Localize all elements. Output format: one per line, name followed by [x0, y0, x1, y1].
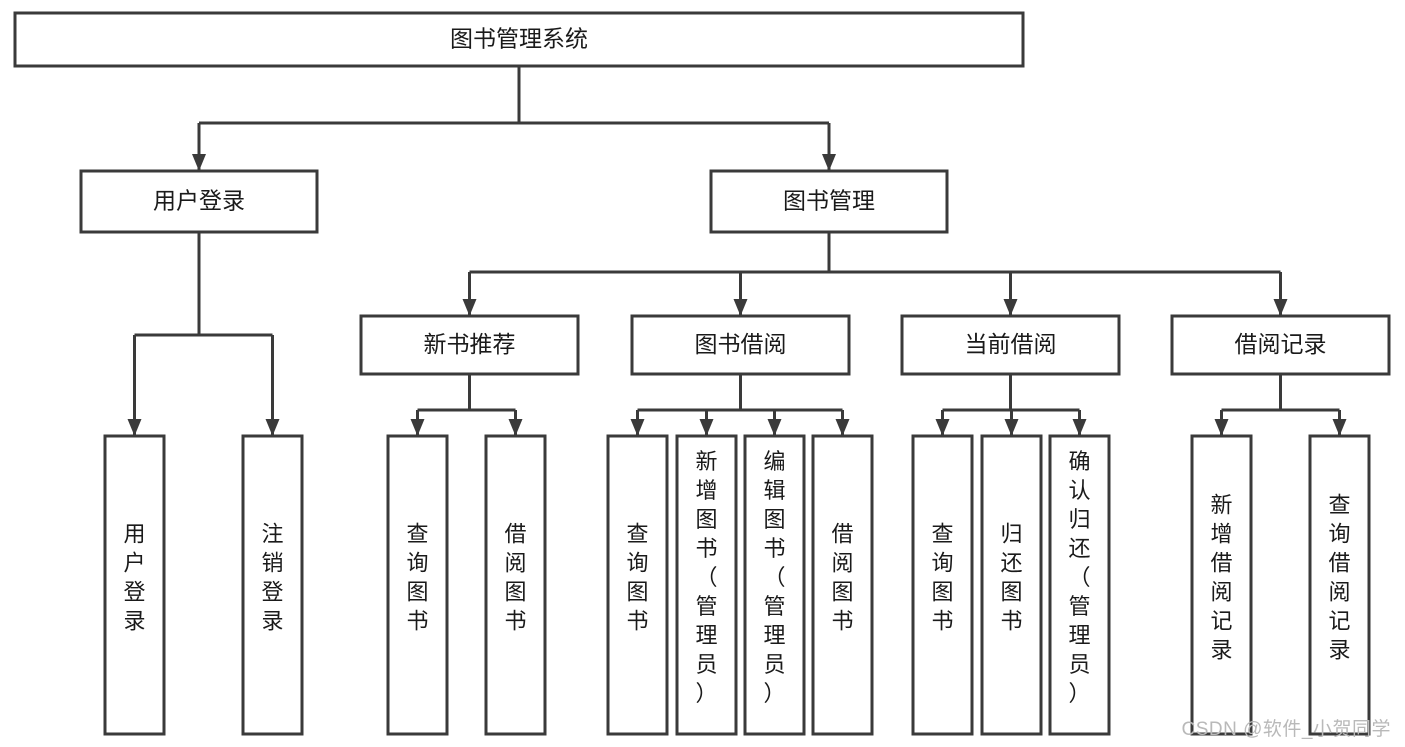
level3-node-1[interactable]: 图书借阅	[630, 314, 851, 376]
level3-0-to-leaves-arrow-0	[410, 419, 425, 436]
leaf-node-5[interactable]: 新增图书（管理员）	[675, 434, 738, 736]
level3-1-to-leaves-arrow-0	[630, 419, 645, 436]
level3-0-to-leaves-arrow-1	[508, 419, 523, 436]
leaf-node-11-label: 新增借阅记录	[1210, 493, 1232, 663]
leaf-node-1[interactable]: 注销登录	[241, 434, 304, 736]
root-to-level2-arrow-0	[192, 154, 206, 171]
leaf-node-12-rect	[1308, 434, 1371, 736]
leaf-node-2-rect	[386, 434, 449, 736]
leaf-node-11[interactable]: 新增借阅记录	[1190, 434, 1253, 736]
level3-node-3-rect	[1170, 314, 1391, 376]
leaf-node-6-rect	[743, 434, 806, 736]
leaf-node-3[interactable]: 借阅图书	[484, 434, 547, 736]
leaf-node-2-label: 查询图书	[406, 522, 428, 634]
level3-node-1-label: 图书借阅	[695, 331, 787, 357]
level3-node-1-rect	[630, 314, 851, 376]
leaf-node-8-label: 查询图书	[931, 522, 953, 634]
level3-node-3-label: 借阅记录	[1235, 331, 1327, 357]
leaf-node-8[interactable]: 查询图书	[911, 434, 974, 736]
user-login-to-leaves-arrow-0	[127, 419, 142, 436]
leaf-node-11-rect	[1190, 434, 1253, 736]
book-mgmt-to-level3-arrow-2	[1003, 299, 1018, 316]
leaf-node-12[interactable]: 查询借阅记录	[1308, 434, 1371, 736]
level3-node-0[interactable]: 新书推荐	[359, 314, 580, 376]
root-node-book-management-system-rect	[13, 11, 1025, 68]
leaf-node-6[interactable]: 编辑图书（管理员）	[743, 434, 806, 736]
level3-2-to-leaves-arrow-1	[1004, 419, 1019, 436]
level3-2-to-leaves-arrow-2	[1072, 419, 1087, 436]
leaf-node-0-label: 用户登录	[123, 522, 145, 634]
leaf-node-5-label: 新增图书（管理员）	[695, 449, 717, 706]
level2-node-1[interactable]: 图书管理	[709, 169, 949, 234]
root-node-book-management-system-label: 图书管理系统	[450, 26, 588, 52]
level3-node-3[interactable]: 借阅记录	[1170, 314, 1391, 376]
leaf-node-3-rect	[484, 434, 547, 736]
root-node-book-management-system[interactable]: 图书管理系统	[13, 11, 1025, 68]
leaf-node-9[interactable]: 归还图书	[980, 434, 1043, 736]
leaf-node-9-label: 归还图书	[1000, 522, 1022, 634]
boxes-layer: 图书管理系统用户登录图书管理新书推荐图书借阅当前借阅借阅记录用户登录注销登录查询…	[13, 11, 1391, 736]
level3-1-to-leaves-arrow-1	[699, 419, 714, 436]
book-mgmt-to-level3-arrow-0	[462, 299, 477, 316]
level3-node-2-rect	[900, 314, 1121, 376]
csdn-watermark: CSDN @软件_小贺同学	[1181, 719, 1391, 740]
leaf-node-12-label: 查询借阅记录	[1328, 493, 1350, 663]
leaf-node-9-rect	[980, 434, 1043, 736]
leaf-node-1-rect	[241, 434, 304, 736]
leaf-node-7-rect	[811, 434, 874, 736]
leaf-node-8-rect	[911, 434, 974, 736]
book-mgmt-to-level3-arrow-1	[733, 299, 748, 316]
level3-node-2[interactable]: 当前借阅	[900, 314, 1121, 376]
level2-node-1-rect	[709, 169, 949, 234]
level2-node-1-label: 图书管理	[783, 188, 875, 214]
root-to-level2-arrow-1	[822, 154, 836, 171]
level3-3-to-leaves-arrow-1	[1332, 419, 1347, 436]
leaf-node-5-rect	[675, 434, 738, 736]
connectors-layer	[127, 66, 1347, 436]
leaf-node-3-label: 借阅图书	[504, 522, 526, 634]
leaf-node-7[interactable]: 借阅图书	[811, 434, 874, 736]
leaf-node-0[interactable]: 用户登录	[103, 434, 166, 736]
leaf-node-10[interactable]: 确认归还（管理员）	[1048, 434, 1111, 736]
level2-node-0-rect	[79, 169, 319, 234]
leaf-node-6-label: 编辑图书（管理员）	[763, 449, 785, 706]
user-login-to-leaves-arrow-1	[265, 419, 280, 436]
leaf-node-2[interactable]: 查询图书	[386, 434, 449, 736]
leaf-node-0-rect	[103, 434, 166, 736]
leaf-node-1-label: 注销登录	[261, 522, 283, 634]
level3-3-to-leaves-arrow-0	[1214, 419, 1229, 436]
leaf-node-4[interactable]: 查询图书	[606, 434, 669, 736]
level3-node-2-label: 当前借阅	[965, 331, 1057, 357]
level3-1-to-leaves-arrow-3	[835, 419, 850, 436]
level2-node-0[interactable]: 用户登录	[79, 169, 319, 234]
level3-2-to-leaves-arrow-0	[935, 419, 950, 436]
leaf-node-7-label: 借阅图书	[831, 522, 853, 634]
level3-node-0-rect	[359, 314, 580, 376]
leaf-node-4-rect	[606, 434, 669, 736]
leaf-node-10-label: 确认归还（管理员）	[1068, 449, 1090, 706]
level2-node-0-label: 用户登录	[153, 188, 245, 214]
leaf-node-4-label: 查询图书	[626, 522, 648, 634]
level3-node-0-label: 新书推荐	[424, 331, 516, 357]
book-mgmt-to-level3-arrow-3	[1273, 299, 1288, 316]
level3-1-to-leaves-arrow-2	[767, 419, 782, 436]
leaf-node-10-rect	[1048, 434, 1111, 736]
